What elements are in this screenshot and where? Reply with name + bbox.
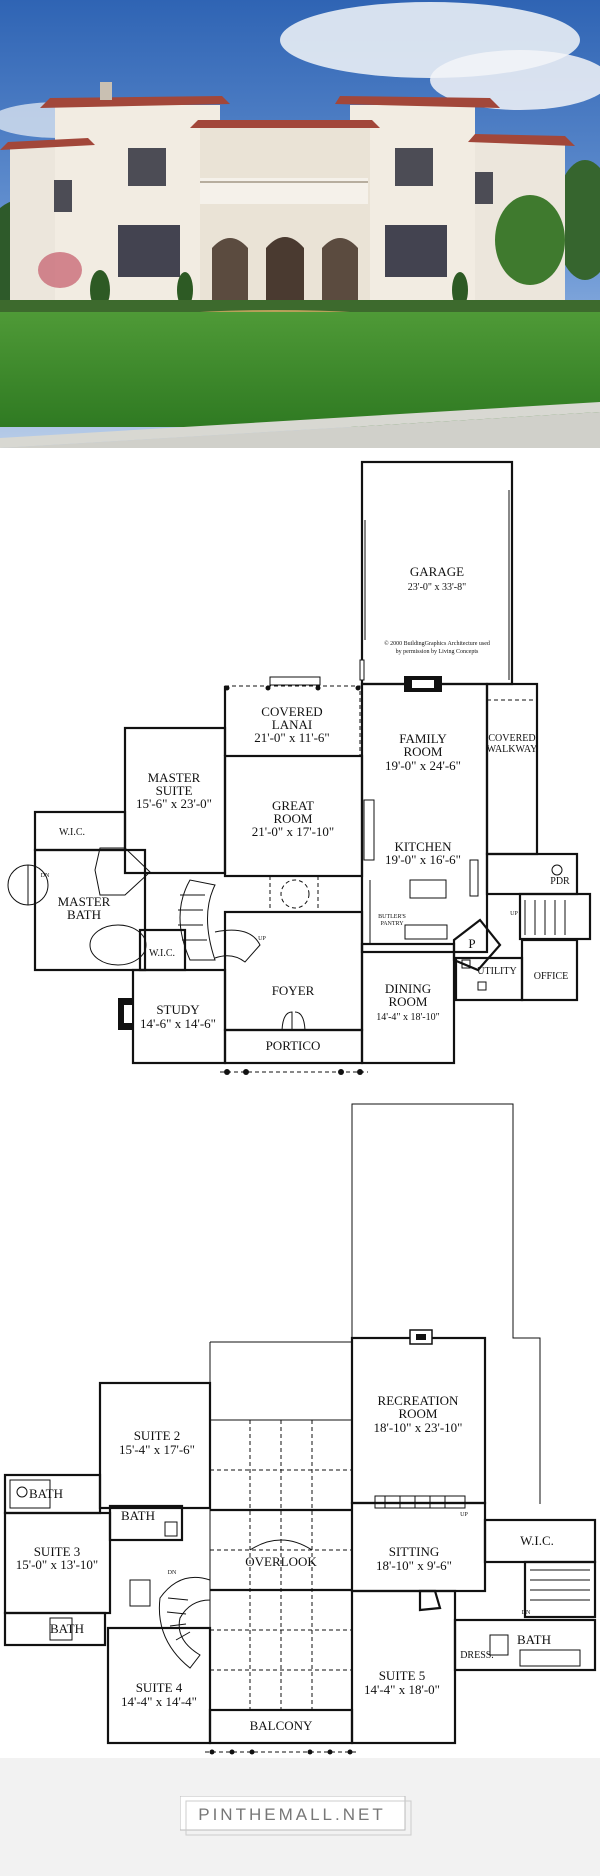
great-room-label-1: GREAT bbox=[272, 798, 314, 813]
copyright-line-2: by permission by Living Concepts bbox=[396, 649, 479, 655]
foyer-label: FOYER bbox=[272, 983, 315, 998]
office-label: OFFICE bbox=[534, 971, 568, 982]
dn-mark-2: DN bbox=[168, 1570, 177, 1576]
house-photo bbox=[0, 0, 600, 448]
dress-label: DRESS. bbox=[460, 1650, 494, 1661]
butlers-pantry-label-2: PANTRY bbox=[380, 921, 404, 927]
suite2-label: SUITE 2 bbox=[134, 1428, 181, 1443]
covered-lanai-dims: 21'-0" x 11'-6" bbox=[254, 730, 329, 745]
bath-b-label: BATH bbox=[121, 1508, 155, 1523]
portico-label: PORTICO bbox=[266, 1038, 321, 1053]
site-logo[interactable]: PINTHEMALL.NET bbox=[180, 1796, 420, 1836]
dn-mark-1: DN bbox=[41, 873, 50, 879]
great-room-dims: 21'-0" x 17'-10" bbox=[252, 824, 334, 839]
utility-label: UTILITY bbox=[477, 966, 516, 977]
suite5-dims: 14'-4" x 18'-0" bbox=[364, 1682, 440, 1697]
suite3-dims: 15'-0" x 13'-10" bbox=[16, 1557, 98, 1572]
second-floor-plan: RECREATION ROOM 18'-10" x 23'-10" SUITE … bbox=[3, 1103, 597, 1755]
family-room-label-1: FAMILY bbox=[399, 731, 447, 746]
master-bath-label-2: BATH bbox=[67, 907, 101, 922]
wic-top-label: W.I.C. bbox=[59, 827, 85, 838]
suite4-label: SUITE 4 bbox=[136, 1680, 183, 1695]
sitting-label: SITTING bbox=[389, 1544, 440, 1559]
dining-room-dims: 14'-4" x 18'-10" bbox=[376, 1012, 439, 1023]
balcony-label: BALCONY bbox=[250, 1718, 313, 1733]
master-suite-label-2: SUITE bbox=[156, 783, 193, 798]
dining-room-label-2: ROOM bbox=[388, 994, 427, 1009]
suite5-label: SUITE 5 bbox=[379, 1668, 426, 1683]
overlook-label: OVERLOOK bbox=[245, 1554, 317, 1569]
study-dims: 14'-6" x 14'-6" bbox=[140, 1016, 216, 1031]
master-suite-dims: 15'-6" x 23'-0" bbox=[136, 796, 212, 811]
suite3-label: SUITE 3 bbox=[34, 1544, 81, 1559]
up-mark-2: UP bbox=[510, 911, 518, 917]
suite2-dims: 15'-4" x 17'-6" bbox=[119, 1442, 195, 1457]
up-mark-3: UP bbox=[460, 1512, 468, 1518]
master-suite-label-1: MASTER bbox=[148, 770, 201, 785]
family-room-label-2: ROOM bbox=[403, 744, 442, 759]
master-bath-label-1: MASTER bbox=[58, 894, 111, 909]
up-mark-1: UP bbox=[258, 936, 266, 942]
recreation-room-dims: 18'-10" x 23'-10" bbox=[374, 1420, 463, 1435]
study-label: STUDY bbox=[156, 1002, 200, 1017]
kitchen-label: KITCHEN bbox=[394, 839, 452, 854]
wic-small-label: W.I.C. bbox=[149, 948, 175, 959]
butlers-pantry-label-1: BUTLER'S bbox=[378, 914, 406, 920]
dining-room-label-1: DINING bbox=[385, 981, 431, 996]
covered-walkway-label-1: COVERED bbox=[488, 733, 535, 744]
recreation-room-label-1: RECREATION bbox=[378, 1393, 460, 1408]
logo-text: PINTHEMALL.NET bbox=[198, 1805, 385, 1824]
covered-lanai-label-2: LANAI bbox=[272, 717, 312, 732]
garage-dims: 23'-0" x 33'-8" bbox=[408, 582, 466, 593]
recreation-room-label-2: ROOM bbox=[398, 1406, 437, 1421]
garage-label: GARAGE bbox=[410, 564, 464, 579]
dn-mark-3: DN bbox=[522, 1610, 531, 1616]
first-floor-plan: GARAGE 23'-0" x 33'-8" © 2000 BuildingGr… bbox=[7, 460, 592, 1075]
wic-label: W.I.C. bbox=[520, 1533, 554, 1548]
suite4-dims: 14'-4" x 14'-4" bbox=[121, 1694, 197, 1709]
bath-d-label: BATH bbox=[517, 1632, 551, 1647]
covered-walkway-label-2: WALKWAY bbox=[487, 744, 538, 755]
bath-a-label: BATH bbox=[29, 1486, 63, 1501]
bath-c-label: BATH bbox=[50, 1621, 84, 1636]
pdr-label: PDR bbox=[550, 876, 570, 887]
family-room-dims: 19'-0" x 24'-6" bbox=[385, 758, 461, 773]
great-room-label-2: ROOM bbox=[273, 811, 312, 826]
p-label: P bbox=[468, 936, 475, 951]
footer: PINTHEMALL.NET bbox=[0, 1758, 600, 1876]
copyright-line-1: © 2000 BuildingGraphics Architecture use… bbox=[384, 640, 490, 647]
kitchen-dims: 19'-0" x 16'-6" bbox=[385, 852, 461, 867]
sitting-dims: 18'-10" x 9'-6" bbox=[376, 1558, 452, 1573]
covered-lanai-label-1: COVERED bbox=[261, 704, 322, 719]
